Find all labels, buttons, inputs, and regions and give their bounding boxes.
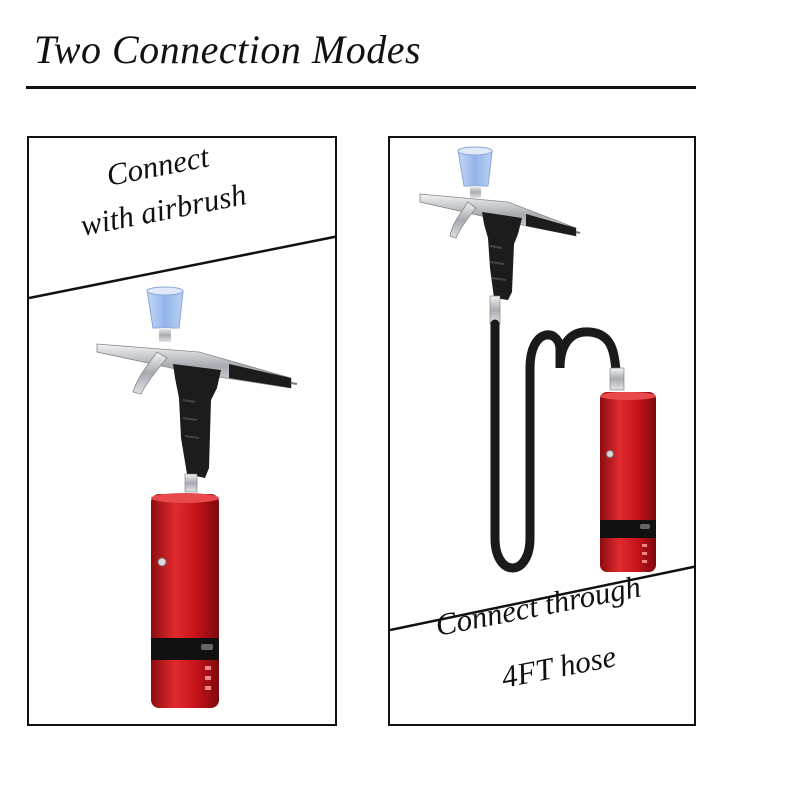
panel-direct-connection: Connect with airbrush <box>27 136 337 726</box>
direct-connection-illustration <box>29 235 335 708</box>
diagonal-divider <box>29 235 335 300</box>
diagonal-divider <box>390 565 694 632</box>
hose-connection-illustration <box>390 146 694 632</box>
airbrush-icon <box>96 286 298 493</box>
page-title: Two Connection Modes <box>34 27 422 72</box>
hose-icon <box>490 319 621 573</box>
airbrush-icon <box>419 146 581 325</box>
compressor-icon <box>600 367 656 572</box>
compressor-icon <box>151 493 219 708</box>
title-divider <box>26 86 696 89</box>
panel-hose-connection: Connect through 4FT hose <box>388 136 696 726</box>
